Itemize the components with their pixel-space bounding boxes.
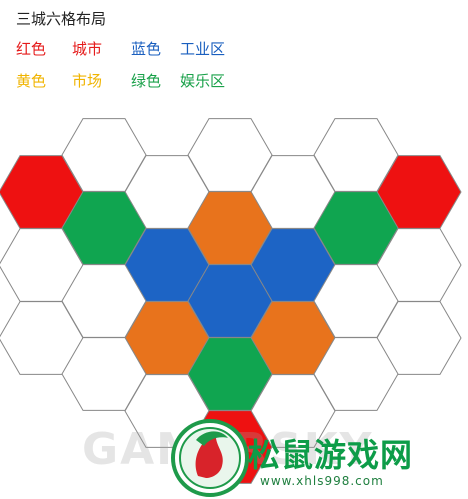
hex-cell-white xyxy=(313,337,399,411)
site-name: 松鼠游戏网 xyxy=(248,436,414,474)
legend-zone-industrial: 工业区 xyxy=(180,40,226,58)
legend-color-blue: 蓝色 xyxy=(131,40,162,58)
legend-zone-city: 城市 xyxy=(72,40,103,58)
legend-color-yellow: 黄色 xyxy=(16,72,47,90)
page-title: 三城六格布局 xyxy=(16,10,107,28)
legend-zone-entertainment: 娱乐区 xyxy=(180,72,226,90)
legend-color-red: 红色 xyxy=(16,40,47,58)
legend-color-green: 绿色 xyxy=(131,72,162,90)
legend-zone-market: 市场 xyxy=(72,72,103,90)
site-url: www.xhls998.com xyxy=(260,474,384,488)
